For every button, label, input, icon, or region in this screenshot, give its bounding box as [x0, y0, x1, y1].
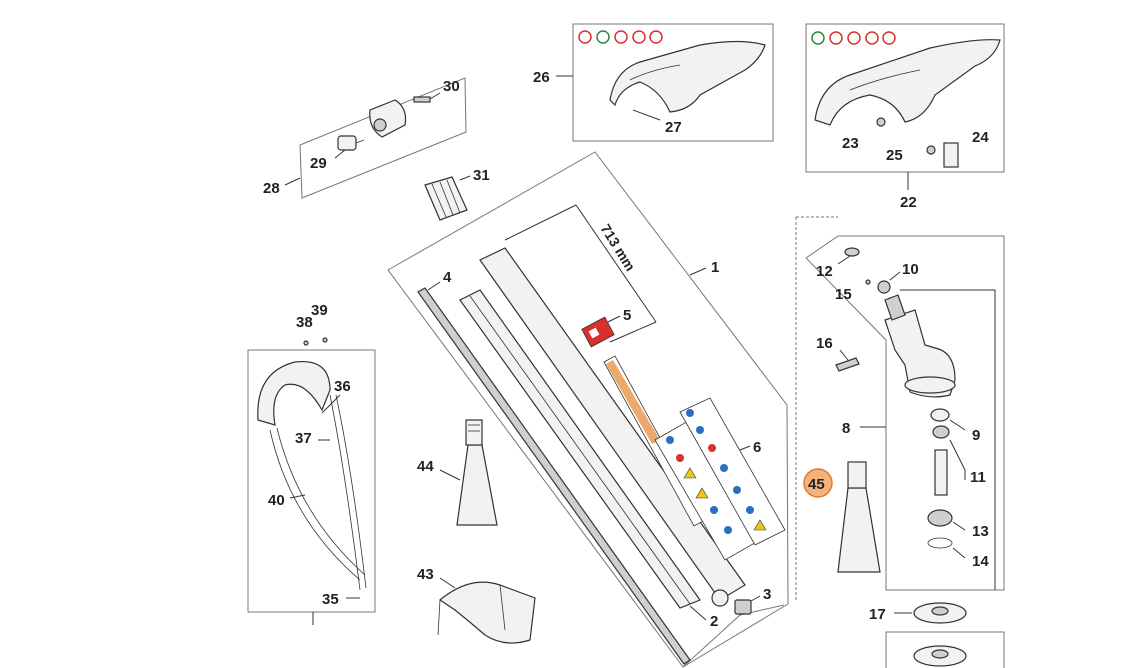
no-knife-icon [865, 31, 879, 45]
tool-icons-row-26 [578, 30, 663, 44]
tool-icons-row-22 [811, 31, 896, 45]
label-39: 39 [311, 302, 328, 319]
label-10: 10 [902, 261, 919, 278]
label-sticker-5: 5 [581, 307, 631, 348]
label-1: 1 [711, 259, 719, 276]
label-23: 23 [842, 135, 859, 152]
label-29: 29 [310, 155, 327, 172]
label-31: 31 [473, 167, 490, 184]
label-12: 12 [816, 263, 833, 280]
label-24: 24 [972, 129, 989, 146]
label-5: 5 [623, 307, 631, 324]
label-44: 44 [417, 458, 434, 475]
label-38: 38 [296, 314, 313, 331]
guard-assembly-22: 23 25 24 22 [805, 23, 1005, 211]
guard-assembly-26: 26 27 [533, 23, 774, 142]
no-saw-icon [847, 31, 861, 45]
no-knife-icon [632, 30, 646, 44]
label-40: 40 [268, 492, 285, 509]
label-8: 8 [842, 420, 850, 437]
label-14: 14 [972, 553, 989, 570]
label-13: 13 [972, 523, 989, 540]
shaft-assembly-1: 1 713 mm 4 2 3 5 [387, 151, 789, 668]
label-45[interactable]: 45 [808, 476, 825, 493]
no-saw-icon [614, 30, 628, 44]
label-37: 37 [295, 430, 312, 447]
label-17: 17 [869, 606, 886, 623]
allowed-tool-icon [811, 31, 825, 45]
label-11: 11 [970, 469, 986, 486]
label-26: 26 [533, 69, 550, 86]
part-17: 17 [869, 602, 1005, 668]
label-35: 35 [322, 591, 339, 608]
no-metal-icon [882, 31, 896, 45]
label-30: 30 [443, 78, 460, 95]
highlighted-part-45[interactable] [803, 468, 833, 498]
label-27: 27 [665, 119, 682, 136]
no-blade-icon [578, 30, 592, 44]
label-25: 25 [886, 147, 903, 164]
gear-head-assembly-8: 8 12 10 15 16 9 11 13 14 45 [795, 216, 1005, 600]
label-43: 43 [417, 566, 434, 583]
warning-stickers-6: 6 [603, 355, 786, 561]
label-36: 36 [334, 378, 351, 395]
no-metal-icon [649, 30, 663, 44]
label-22: 22 [900, 194, 917, 211]
label-3: 3 [763, 586, 771, 603]
label-9: 9 [972, 427, 980, 444]
clamp-assembly-28: 28 29 30 [263, 77, 467, 199]
allowed-tool-icon [596, 30, 610, 44]
label-4: 4 [443, 269, 452, 286]
grease-tube-44: 44 [417, 419, 498, 526]
no-blade-icon [829, 31, 843, 45]
harness-assembly-40: 36 37 40 35 38 39 [247, 302, 376, 625]
grip-31: 31 [424, 167, 490, 221]
label-2: 2 [710, 613, 718, 630]
label-6: 6 [753, 439, 761, 456]
safety-glasses-43: 43 [417, 566, 536, 644]
label-15: 15 [835, 286, 852, 303]
label-16: 16 [816, 335, 833, 352]
label-28: 28 [263, 180, 280, 197]
